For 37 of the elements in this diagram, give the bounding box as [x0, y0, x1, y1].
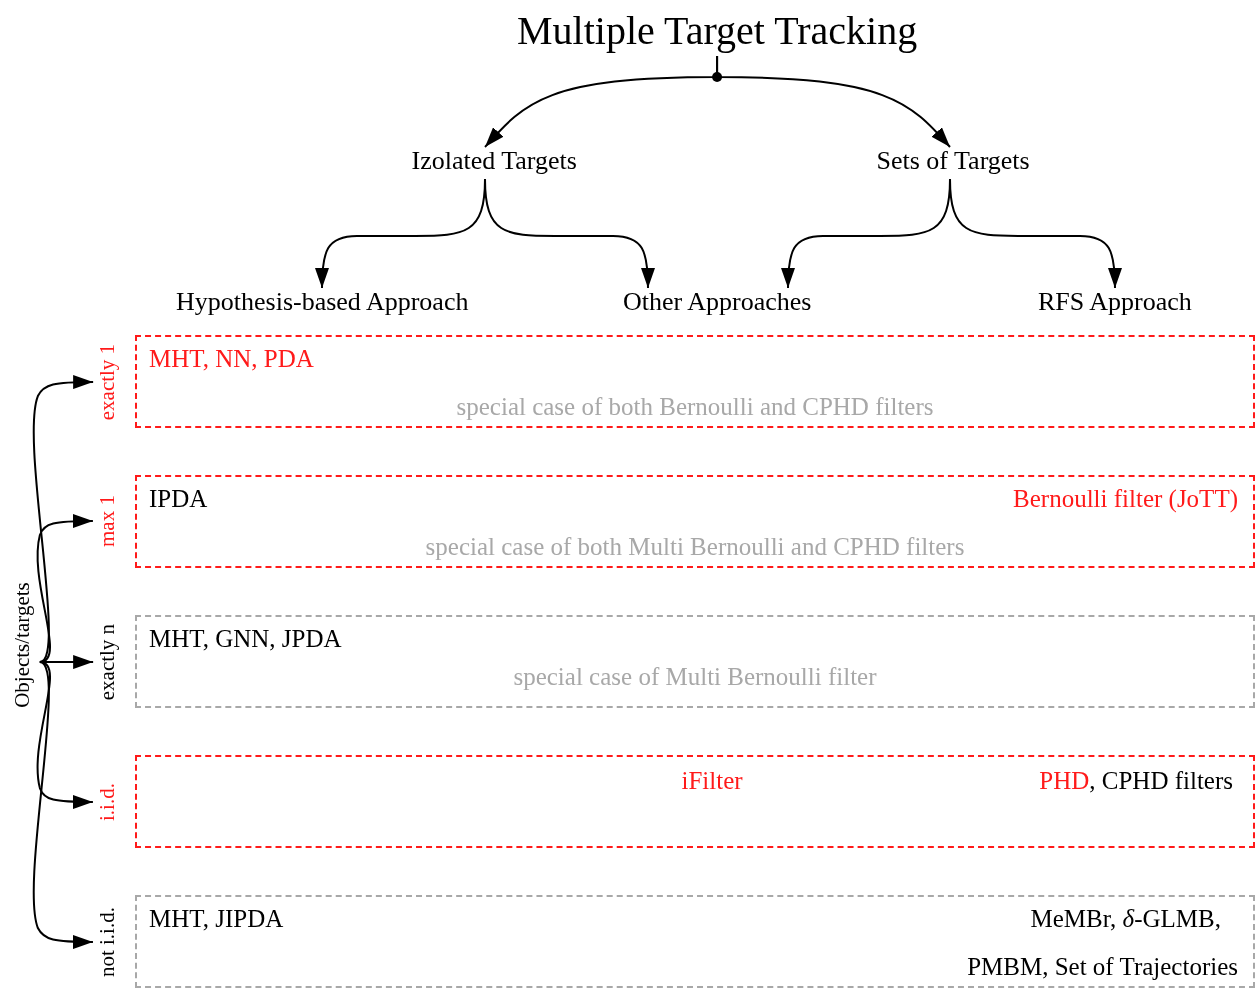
method-text: , CPHD filters — [1089, 767, 1233, 796]
dashed-box — [135, 615, 1255, 708]
method-text: MHT, NN, PDA — [149, 345, 314, 374]
row-label: max 1 — [94, 495, 119, 547]
dashed-box — [135, 335, 1255, 428]
row-label: i.i.d. — [94, 783, 120, 822]
dashed-box — [135, 475, 1255, 568]
dashed-box — [135, 895, 1255, 988]
method-text: PMBM, Set of Trajectories — [967, 953, 1238, 982]
approach-label: Hypothesis-based Approach — [176, 287, 469, 317]
approach-label: RFS Approach — [1038, 287, 1192, 317]
arrow — [36, 661, 94, 809]
method-text: MeMBr, δ-GLMB, — [1030, 905, 1221, 934]
dashed-box — [135, 755, 1255, 848]
arrow — [716, 55, 951, 148]
method-text: Bernoulli filter (JoTT) — [1013, 485, 1238, 514]
root-heading: Multiple Target Tracking — [517, 8, 918, 54]
arrow — [949, 177, 1122, 289]
row-label: exactly 1 — [95, 343, 120, 421]
note-text: special case of both Bernoulli and CPHD filters — [456, 393, 934, 422]
category-label: Izolated Targets — [411, 146, 577, 176]
arrow — [36, 514, 94, 664]
note-text: special case of both Multi Bernoulli and CPHD filters — [425, 533, 965, 562]
method-text: PHD — [1039, 767, 1090, 796]
note-text: special case of Multi Bernoulli filter — [513, 663, 877, 692]
approach-label: Other Approaches — [623, 287, 812, 317]
arrow — [484, 177, 655, 289]
arrow — [32, 375, 95, 664]
category-label: Sets of Targets — [876, 146, 1030, 176]
group-label: Objects/targets — [9, 582, 34, 708]
arrow — [32, 661, 94, 949]
method-text: MHT, GNN, JPDA — [149, 625, 342, 654]
row-label: not i.i.d. — [94, 907, 120, 978]
method-text: IPDA — [149, 485, 208, 514]
method-text: iFilter — [681, 767, 743, 796]
method-text: MHT, JIPDA — [149, 905, 284, 934]
row-label: exactly n — [95, 623, 120, 701]
